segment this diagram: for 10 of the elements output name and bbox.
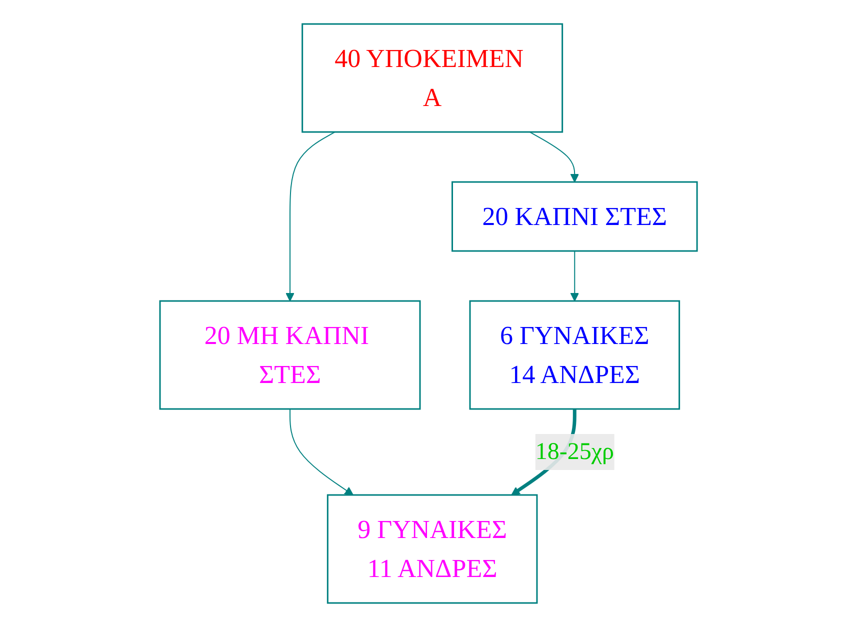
arrow	[286, 131, 336, 301]
arrow	[530, 131, 580, 182]
arrow	[570, 250, 580, 301]
edge-label: 18-25χρ	[536, 438, 614, 464]
node-box: 40 ΥΠΟΚΕΙΜΕΝ Α	[302, 22, 564, 132]
node-box: 9 ΓΥΝΑΙΚΕΣ 11 ΑΝΔΡΕΣ	[327, 494, 538, 604]
node-box: 20 ΚΑΠΝΙ ΣΤΕΣ	[452, 180, 698, 252]
arrow	[290, 408, 354, 495]
node-box: 20 ΜΗ ΚΑΠΝΙ ΣΤΕΣ	[160, 300, 422, 410]
node-box: 6 ΓΥΝΑΙΚΕΣ 14 ΑΝΔΡΕΣ	[470, 300, 681, 410]
